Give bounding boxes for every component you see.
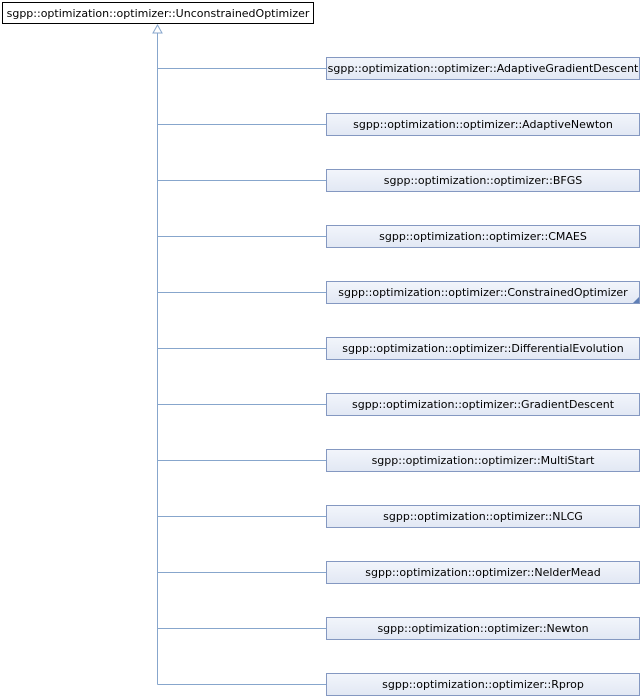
derived-class-label: sgpp::optimization::optimizer::MultiStar…	[371, 454, 595, 467]
derived-class-label: sgpp::optimization::optimizer::Rprop	[382, 678, 584, 691]
derived-class-label: sgpp::optimization::optimizer::CMAES	[379, 230, 587, 243]
derived-class-label: sgpp::optimization::optimizer::Different…	[342, 342, 624, 355]
derived-class-label: sgpp::optimization::optimizer::GradientD…	[351, 398, 615, 411]
derived-class-label: sgpp::optimization::optimizer::NLCG	[383, 510, 583, 523]
derived-class-label: sgpp::optimization::optimizer::AdaptiveN…	[353, 118, 613, 131]
derived-class-label: sgpp::optimization::optimizer::Constrain…	[338, 286, 628, 299]
base-class-node[interactable]: sgpp::optimization::optimizer::Unconstra…	[2, 2, 314, 24]
derived-class-label: sgpp::optimization::optimizer::Newton	[377, 622, 589, 635]
derived-class-node[interactable]: sgpp::optimization::optimizer::NelderMea…	[326, 561, 640, 584]
derived-class-node[interactable]: sgpp::optimization::optimizer::MultiStar…	[326, 449, 640, 472]
derived-class-node[interactable]: sgpp::optimization::optimizer::GradientD…	[326, 393, 640, 416]
inheritance-arrow-head	[152, 23, 163, 34]
derived-class-node[interactable]: sgpp::optimization::optimizer::Rprop	[326, 673, 640, 696]
derived-class-node[interactable]: sgpp::optimization::optimizer::Constrain…	[326, 281, 640, 304]
base-class-label: sgpp::optimization::optimizer::Unconstra…	[6, 6, 310, 20]
derived-class-node[interactable]: sgpp::optimization::optimizer::CMAES	[326, 225, 640, 248]
derived-class-node[interactable]: sgpp::optimization::optimizer::NLCG	[326, 505, 640, 528]
derived-class-node[interactable]: sgpp::optimization::optimizer::AdaptiveG…	[326, 57, 640, 80]
derived-class-label: sgpp::optimization::optimizer::NelderMea…	[365, 566, 601, 579]
derived-class-node[interactable]: sgpp::optimization::optimizer::AdaptiveN…	[326, 113, 640, 136]
derived-class-label: sgpp::optimization::optimizer::BFGS	[383, 174, 583, 187]
derived-class-node[interactable]: sgpp::optimization::optimizer::BFGS	[326, 169, 640, 192]
derived-class-node[interactable]: sgpp::optimization::optimizer::Different…	[326, 337, 640, 360]
derived-class-node[interactable]: sgpp::optimization::optimizer::Newton	[326, 617, 640, 640]
derived-class-label: sgpp::optimization::optimizer::AdaptiveG…	[327, 62, 639, 75]
more-subclasses-marker-icon	[633, 297, 639, 303]
